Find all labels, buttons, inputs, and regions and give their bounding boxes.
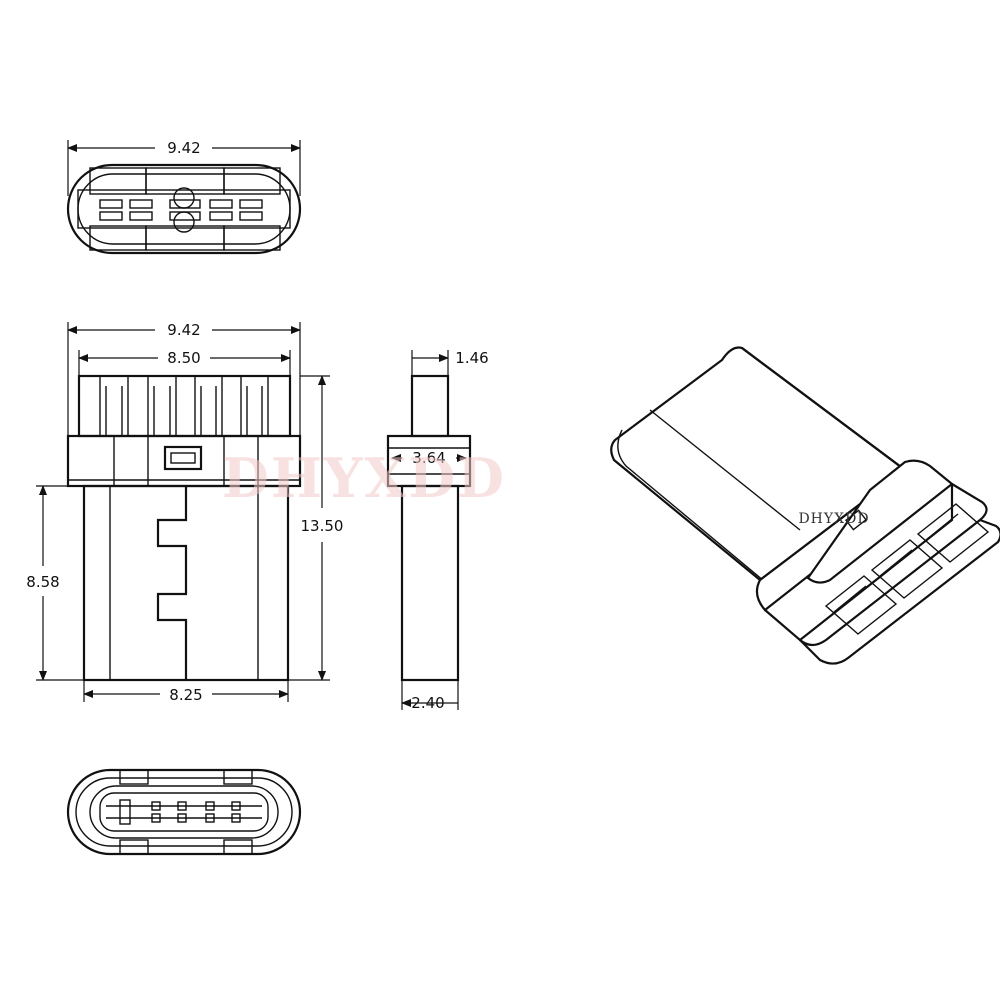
dim-front-body-height: 8.58 xyxy=(26,573,59,591)
dim-front-height: 13.50 xyxy=(301,517,344,535)
dim-front-inner-width: 8.50 xyxy=(167,349,200,367)
watermark-large: DHYXDD xyxy=(222,446,506,510)
dim-side-body-width: 2.40 xyxy=(411,694,444,712)
dim-front-bottom-width: 8.25 xyxy=(169,686,202,704)
dim-top-width: 9.42 xyxy=(167,139,200,157)
side-view: 1.46 3.64 2.40 xyxy=(386,349,489,712)
watermark-small: DHYXDD xyxy=(798,511,869,527)
top-outer-shell xyxy=(66,163,302,255)
isometric-view xyxy=(610,346,1000,665)
dim-side-pin-width: 1.46 xyxy=(455,349,488,367)
top-view: 9.42 xyxy=(66,139,302,255)
dim-front-width: 9.42 xyxy=(167,321,200,339)
dim-side-collar-width: 3.64 xyxy=(412,449,445,467)
front-view: 9.42 8.50 xyxy=(26,321,343,704)
bottom-view xyxy=(66,768,302,856)
